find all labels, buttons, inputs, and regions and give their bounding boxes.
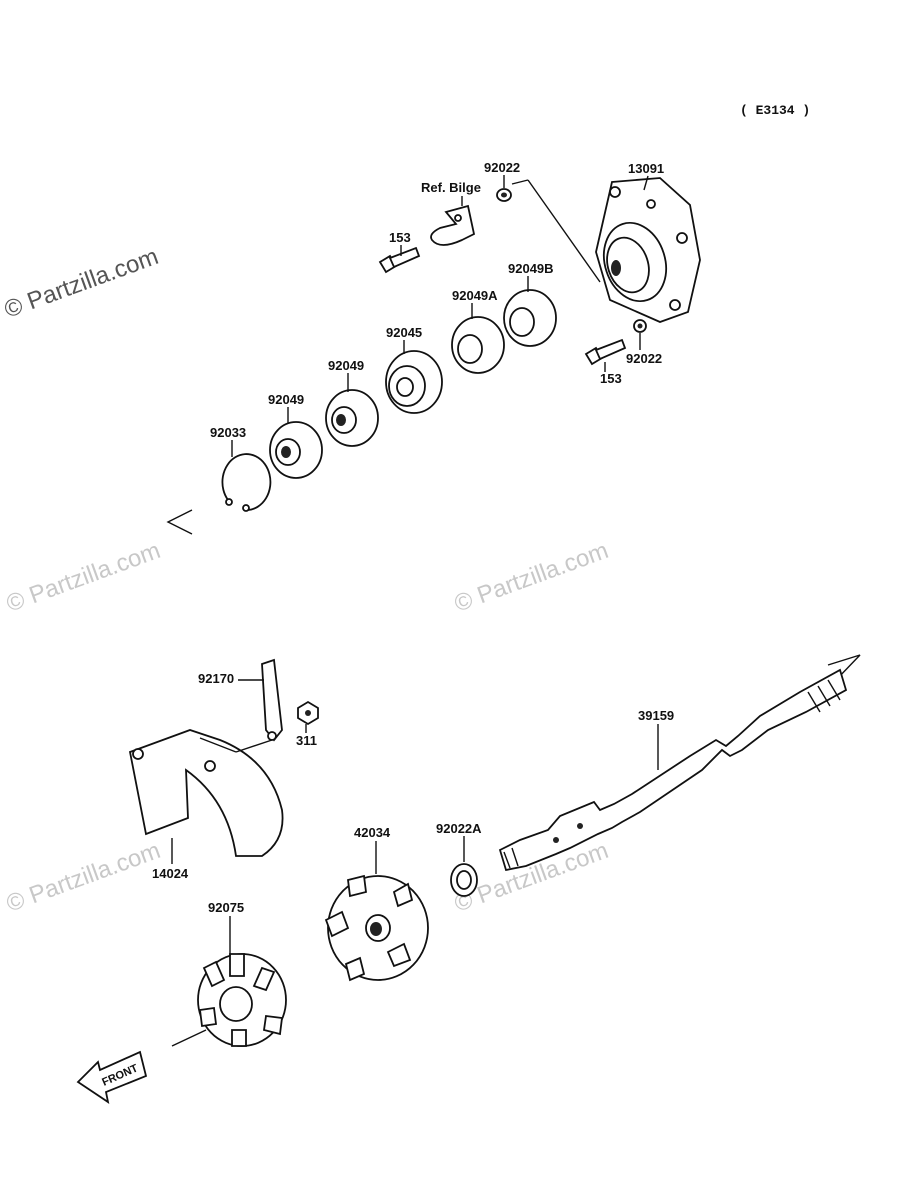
label-92022-right: 92022	[626, 351, 662, 366]
drive-shaft-39159	[498, 668, 848, 872]
watermark-1: © Partzilla.com	[3, 537, 164, 618]
seal-92049-right	[325, 389, 379, 447]
label-92022-top: 92022	[484, 160, 520, 175]
washer-92022-right	[633, 319, 647, 333]
label-153-top: 153	[389, 230, 411, 245]
label-92049-left: 92049	[268, 392, 304, 407]
diagram-code: ( E3134 )	[740, 103, 810, 118]
label-92170: 92170	[198, 671, 234, 686]
watermark-3: © Partzilla.com	[3, 837, 164, 918]
circlip-92033	[221, 453, 272, 512]
bearing-92045	[385, 350, 443, 414]
direction-arrow-right	[827, 654, 861, 681]
label-92022A: 92022A	[436, 821, 482, 836]
rubber-damper-92075	[197, 953, 287, 1047]
watermark-2: © Partzilla.com	[451, 537, 612, 618]
bolt-153-top	[378, 246, 421, 274]
coupling-cover-14024	[128, 729, 284, 857]
label-92049A: 92049A	[452, 288, 498, 303]
label-39159: 39159	[638, 708, 674, 723]
seal-92049A	[451, 316, 505, 374]
seal-92049B	[503, 289, 557, 347]
bolt-153-right	[584, 338, 627, 366]
strap-92170	[261, 658, 283, 742]
label-92049B: 92049B	[508, 261, 554, 276]
front-arrow-icon: FRONT	[76, 1050, 148, 1104]
label-92045: 92045	[386, 325, 422, 340]
watermark-main: © Partzilla.com	[1, 243, 162, 324]
nut-311	[297, 700, 319, 726]
label-13091: 13091	[628, 161, 664, 176]
seal-92049-left	[269, 421, 323, 479]
label-92075: 92075	[208, 900, 244, 915]
washer-92022A	[450, 863, 478, 897]
label-ref-bilge: Ref. Bilge	[421, 180, 481, 195]
coupling-42034	[324, 874, 429, 982]
label-92033: 92033	[210, 425, 246, 440]
label-311: 311	[296, 733, 317, 748]
bilge-bracket	[430, 204, 476, 246]
direction-arrow-left	[166, 509, 193, 535]
label-42034: 42034	[354, 825, 391, 840]
label-92049-right: 92049	[328, 358, 364, 373]
label-14024: 14024	[152, 866, 189, 881]
bearing-housing-13091	[595, 177, 701, 323]
label-153-right: 153	[600, 371, 622, 386]
washer-92022-top	[496, 188, 512, 202]
